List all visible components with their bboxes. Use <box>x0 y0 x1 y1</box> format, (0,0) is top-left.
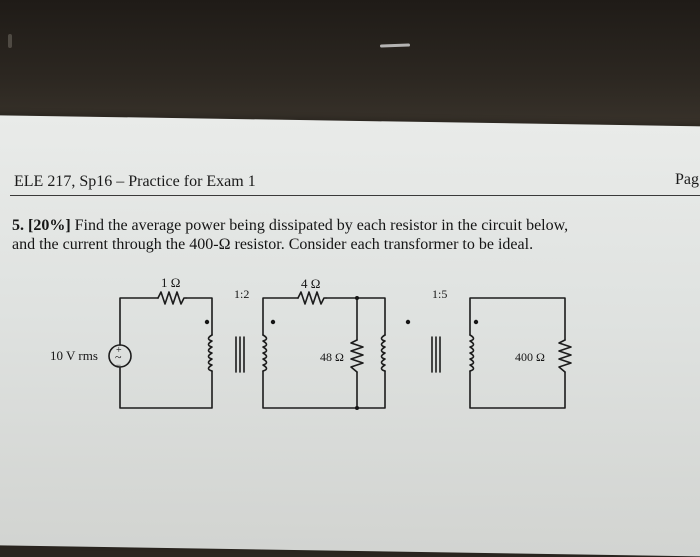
transformer-2-secondary-dot <box>473 319 479 325</box>
transformer-2-ratio: 1:5 <box>432 287 447 301</box>
transformer-1-core <box>235 336 245 373</box>
problem-statement: 5. [20%] Find the average power being di… <box>12 216 692 254</box>
transformer-2-core <box>431 336 441 373</box>
resistor-2-symbol <box>297 291 327 305</box>
voltage-source-symbol <box>108 344 132 368</box>
problem-text-2: and the current through the 400-Ω resist… <box>12 236 534 253</box>
junction-dot <box>355 296 359 300</box>
source-tilde: ~ <box>115 350 122 364</box>
source-minus: − <box>116 360 121 370</box>
output-loop-wires <box>469 297 566 409</box>
resistor-4-symbol <box>558 339 572 373</box>
resistor-1-label: 1 Ω <box>161 275 180 290</box>
resistor-3-label: 48 Ω <box>320 350 344 364</box>
resistor-1-symbol <box>157 291 187 305</box>
problem-line-1: 5. [20%] Find the average power being di… <box>12 216 692 235</box>
transformer-1-primary-coil <box>207 334 213 372</box>
problem-number: 5. [20%] <box>12 217 71 234</box>
transformer-2-secondary-coil <box>469 334 475 372</box>
desk-mark <box>8 34 12 48</box>
problem-text-1: Find the average power being dissipated … <box>74 217 569 234</box>
middle-loop-wires <box>262 297 386 409</box>
desk-background <box>0 0 700 130</box>
transformer-1-ratio: 1:2 <box>234 287 249 301</box>
header-rule <box>10 195 700 196</box>
transformer-1-secondary-dot <box>270 319 276 325</box>
transformer-1-primary-dot <box>204 319 210 325</box>
source-plus: + <box>116 345 122 356</box>
circuit-diagram: + ~ − 10 V rms 1 Ω 1:2 4 Ω 48 Ω 1:5 400 … <box>50 275 572 410</box>
resistor-4-label: 400 Ω <box>515 350 545 364</box>
primary-loop-wires <box>119 297 213 409</box>
resistor-3-symbol <box>350 339 364 373</box>
resistor-2-label: 4 Ω <box>301 276 320 291</box>
transformer-1-secondary-coil <box>262 334 268 372</box>
page-label: Pag <box>675 171 699 188</box>
source-label: 10 V rms <box>50 348 98 363</box>
transformer-2-primary-dot <box>405 319 411 325</box>
junction-dot <box>355 406 359 410</box>
course-title: ELE 217, Sp16 – Practice for Exam 1 <box>14 173 256 190</box>
transformer-2-primary-coil <box>380 334 386 372</box>
